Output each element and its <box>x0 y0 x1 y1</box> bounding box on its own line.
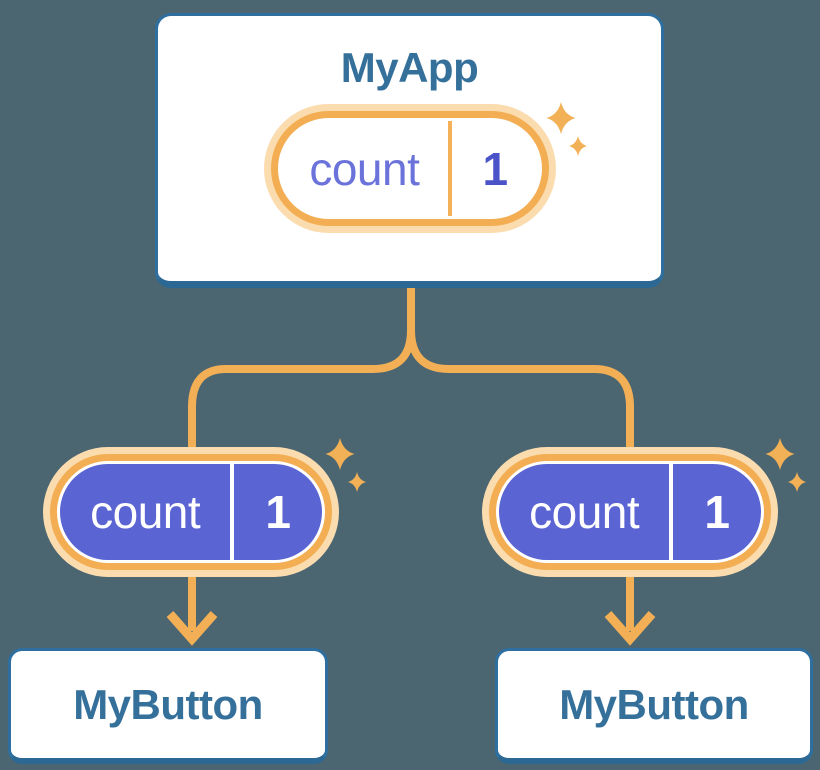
connector-trunk-and-left-branch <box>188 282 415 452</box>
pill-divider <box>230 464 235 560</box>
connector-right-branch <box>407 329 634 452</box>
state-name: count <box>309 142 420 195</box>
myapp-card: MyApp count 1 <box>155 13 664 288</box>
right-prop-pill: count 1 <box>482 447 778 577</box>
mybutton-card-title: MyButton <box>73 680 263 728</box>
mybutton-card-left: MyButton <box>8 648 328 764</box>
pill-halo: count 1 <box>43 447 339 577</box>
mybutton-card-title: MyButton <box>559 680 749 728</box>
pill-divider <box>448 121 453 216</box>
pill-ring: count 1 <box>270 111 549 226</box>
arrow-left-head-icon <box>166 611 218 646</box>
pill-divider <box>669 464 674 560</box>
prop-name: count <box>529 486 640 538</box>
arrow-right-head-icon <box>604 611 656 646</box>
pill-ring: count 1 <box>489 454 771 570</box>
prop-name: count <box>90 486 201 538</box>
state-value: 1 <box>482 142 509 195</box>
pill-halo: count 1 <box>263 104 556 233</box>
pill-ring: count 1 <box>50 454 332 570</box>
pill-halo: count 1 <box>482 447 778 577</box>
mybutton-card-right: MyButton <box>495 648 813 764</box>
prop-value: 1 <box>704 486 730 538</box>
prop-value: 1 <box>265 486 291 538</box>
myapp-card-title: MyApp <box>340 44 479 91</box>
left-prop-pill: count 1 <box>43 447 339 577</box>
root-state-pill: count 1 <box>263 104 556 233</box>
